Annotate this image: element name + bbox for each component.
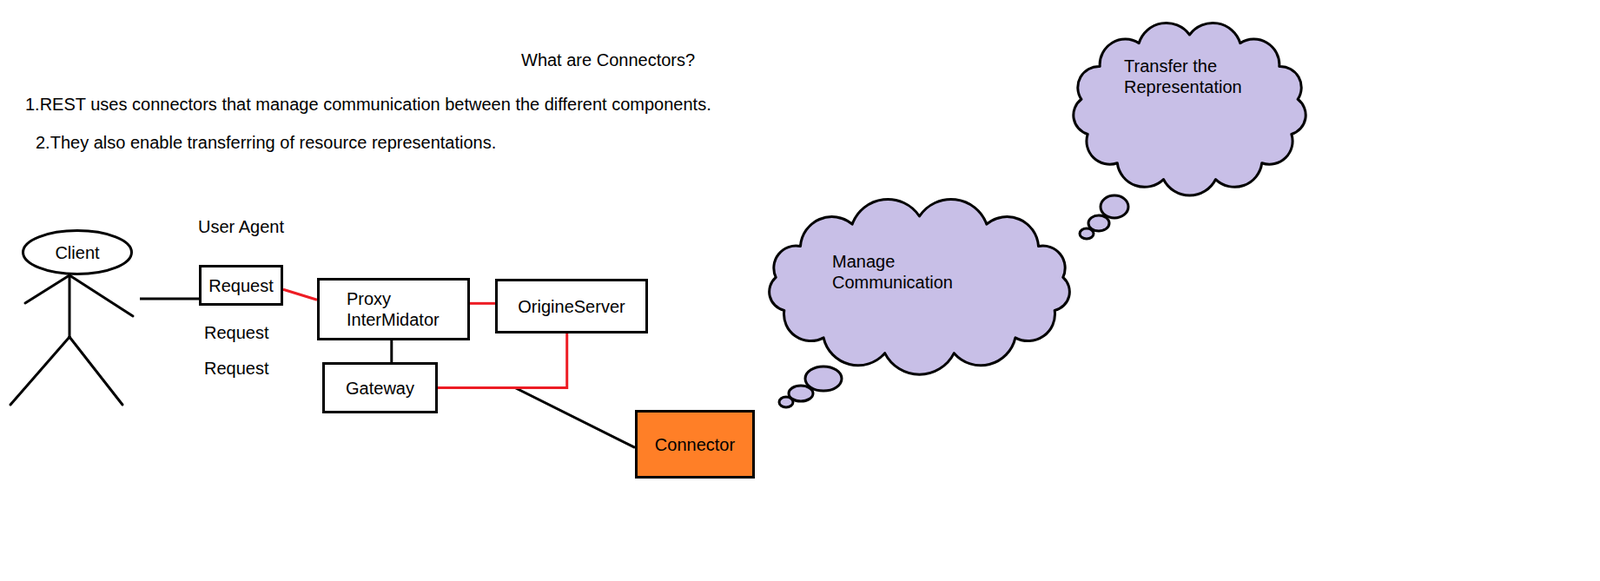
thought-bubble	[1100, 195, 1129, 219]
node-text: Gateway	[345, 377, 415, 399]
cloud-shape	[769, 198, 1071, 375]
figure-arm	[25, 275, 70, 304]
node-text: Proxy InterMidator	[346, 288, 456, 331]
connector-line	[469, 302, 496, 305]
figure-arm	[69, 275, 133, 317]
heading-holder: User Agent	[198, 216, 285, 238]
figure-leg	[69, 337, 123, 405]
connector-line	[283, 289, 318, 300]
figure-torso	[68, 275, 72, 338]
label-holder: 2.They also enable transferring of resou…	[35, 132, 496, 153]
connector-box: Connector	[634, 409, 755, 479]
node-heading: User Agent	[198, 216, 285, 238]
client-ellipse: Client	[21, 229, 133, 276]
connector-line	[437, 388, 635, 449]
thought-bubble	[779, 396, 794, 408]
label-holder: 1.REST uses connectors that manage commu…	[25, 93, 712, 115]
request-label: Request	[204, 322, 270, 344]
connector-line	[437, 333, 568, 389]
request-box: User AgentRequest	[198, 216, 285, 306]
thought-cloud: Manage Communication	[752, 193, 1087, 378]
cloud-shape	[1073, 22, 1306, 196]
server-box: OrigineServer	[495, 278, 648, 334]
ellipse-shape	[23, 231, 133, 275]
label-holder: Request	[204, 357, 270, 379]
cloud-outline	[1057, 12, 1322, 205]
stick-figure	[10, 275, 133, 405]
node-text: Client	[54, 242, 100, 264]
diagram-title: What are Connectors?	[521, 49, 695, 71]
figure-leg	[10, 337, 70, 405]
box-outline: Request	[198, 264, 284, 306]
node-text: Request	[208, 275, 274, 297]
node-text: Manage Communication	[832, 251, 967, 293]
gateway-box: Gateway	[322, 362, 438, 414]
request-label: Request	[204, 357, 270, 379]
thought-bubble	[1079, 228, 1094, 239]
label-holder: Request	[204, 322, 270, 344]
node-text: Connector	[654, 434, 735, 456]
intro-point: 2.They also enable transferring of resou…	[35, 132, 496, 153]
thought-cloud: Transfer the Representation	[1057, 12, 1322, 205]
node-text: OrigineServer	[517, 296, 625, 318]
link-line	[139, 297, 199, 301]
intro-point: 1.REST uses connectors that manage commu…	[25, 93, 712, 115]
connector-line	[390, 340, 393, 363]
node-text: Transfer the Representation	[1123, 55, 1259, 98]
proxy-box: Proxy InterMidator	[317, 277, 470, 341]
title-holder: What are Connectors?	[521, 49, 695, 71]
